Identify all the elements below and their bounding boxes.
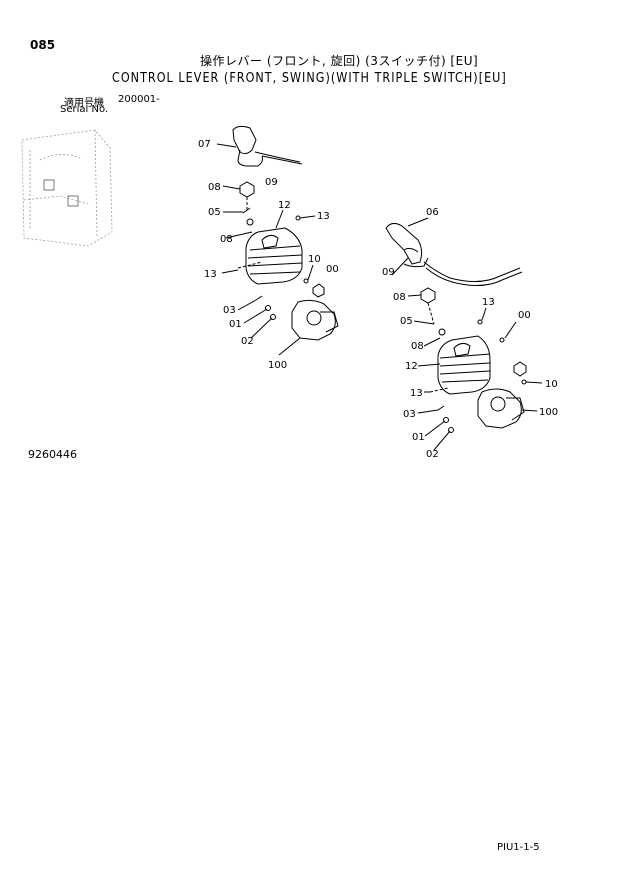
callout-label: 08 bbox=[411, 341, 424, 352]
left-grip bbox=[232, 125, 257, 155]
title-english: CONTROL LEVER (FRONT, SWING)(WITH TRIPLE… bbox=[112, 71, 507, 86]
callout-label: 01 bbox=[412, 432, 425, 443]
callout-label: 09 bbox=[265, 177, 278, 188]
callout-label: 09 bbox=[382, 267, 395, 278]
callout-label: 03 bbox=[223, 305, 236, 316]
callout-label: 07 bbox=[198, 139, 211, 150]
serial-value: 200001- bbox=[118, 94, 160, 105]
callout-label: 06 bbox=[426, 207, 439, 218]
callout-label: 08 bbox=[393, 292, 406, 303]
right-callout-labels: 06 09 08 13 05 00 08 12 13 10 03 100 01 … bbox=[382, 207, 558, 460]
callout-label: 13 bbox=[317, 211, 330, 222]
callout-label: 03 bbox=[403, 409, 416, 420]
page-number: 085 bbox=[30, 38, 56, 52]
callout-label: 100 bbox=[268, 360, 287, 371]
callout-label: 02 bbox=[241, 336, 254, 347]
callout-label: 08 bbox=[220, 234, 233, 245]
right-grip bbox=[385, 222, 423, 265]
cab-locator-sketch bbox=[21, 129, 113, 247]
left-lever-assembly bbox=[216, 125, 339, 356]
callout-label: 00 bbox=[326, 264, 339, 275]
callout-label: 02 bbox=[426, 449, 439, 460]
callout-label: 00 bbox=[518, 310, 531, 321]
title-japanese: 操作レバー (フロント, 旋回) (3スイッチ付) [EU] bbox=[200, 54, 479, 68]
left-callout-labels: 07 09 08 05 12 13 08 10 00 13 03 01 02 1… bbox=[198, 139, 339, 371]
footer-code: PIU1-1-5 bbox=[497, 842, 540, 853]
callout-label: 100 bbox=[539, 407, 558, 418]
callout-label: 01 bbox=[229, 319, 242, 330]
figure-number: 9260446 bbox=[28, 448, 77, 461]
callout-label: 13 bbox=[482, 297, 495, 308]
callout-label: 12 bbox=[278, 200, 291, 211]
callout-label: 05 bbox=[208, 207, 221, 218]
serial-label-japanese: 適用号機 bbox=[64, 98, 104, 109]
callout-label: 10 bbox=[308, 254, 321, 265]
serial-label-english: Serial No. bbox=[60, 104, 109, 115]
callout-label: 12 bbox=[405, 361, 418, 372]
callout-label: 08 bbox=[208, 182, 221, 193]
callout-label: 13 bbox=[410, 388, 423, 399]
callout-label: 13 bbox=[204, 269, 217, 280]
callout-label: 05 bbox=[400, 316, 413, 327]
right-lever-assembly bbox=[385, 217, 543, 451]
callout-label: 10 bbox=[545, 379, 558, 390]
